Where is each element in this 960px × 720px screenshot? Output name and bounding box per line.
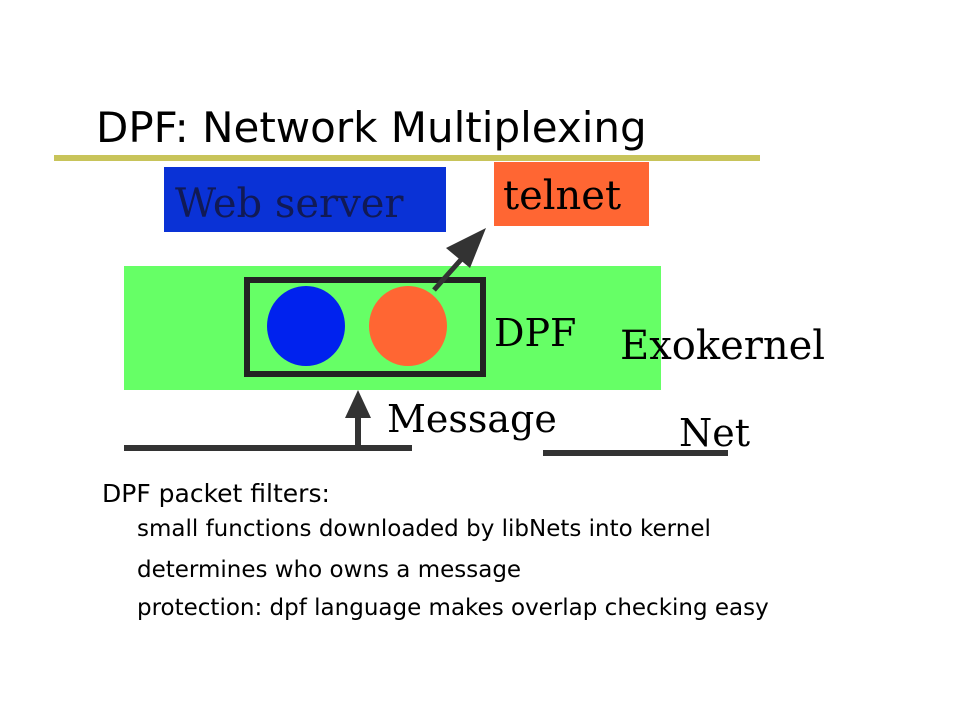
dpf-label: DPF xyxy=(494,311,577,355)
telnet-arrow-head xyxy=(446,228,486,268)
net-label: Net xyxy=(679,411,751,455)
telnet-box xyxy=(494,162,649,226)
bullet-item: small functions downloaded by libNets in… xyxy=(137,516,711,542)
message-label: Message xyxy=(387,397,557,441)
title-divider xyxy=(54,155,760,161)
web-server-label: Web server xyxy=(175,181,404,227)
exokernel-label: Exokernel xyxy=(620,323,826,369)
bullet-item: protection: dpf language makes overlap c… xyxy=(137,595,769,621)
dpf-filter-frame xyxy=(244,277,486,377)
bullet-heading: DPF packet filters: xyxy=(102,479,330,508)
message-arrow-head xyxy=(345,390,371,418)
telnet-label: telnet xyxy=(503,173,622,219)
bullet-item: determines who owns a message xyxy=(137,557,522,583)
slide-title: DPF: Network Multiplexing xyxy=(96,103,647,152)
web-server-box xyxy=(164,167,446,232)
